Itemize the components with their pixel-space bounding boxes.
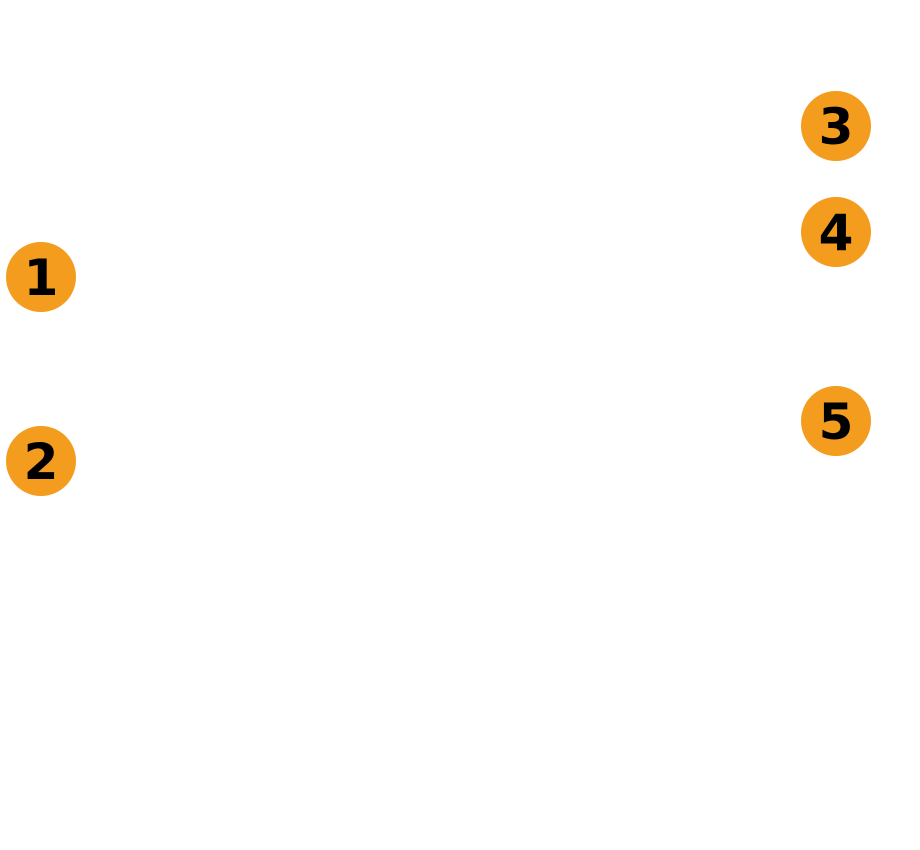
callout-badge-4: 4 xyxy=(801,197,871,267)
callout-badge-2: 2 xyxy=(6,426,76,496)
callout-badge-5: 5 xyxy=(801,386,871,456)
callout-badge-3: 3 xyxy=(801,91,871,161)
callout-badge-1: 1 xyxy=(6,242,76,312)
